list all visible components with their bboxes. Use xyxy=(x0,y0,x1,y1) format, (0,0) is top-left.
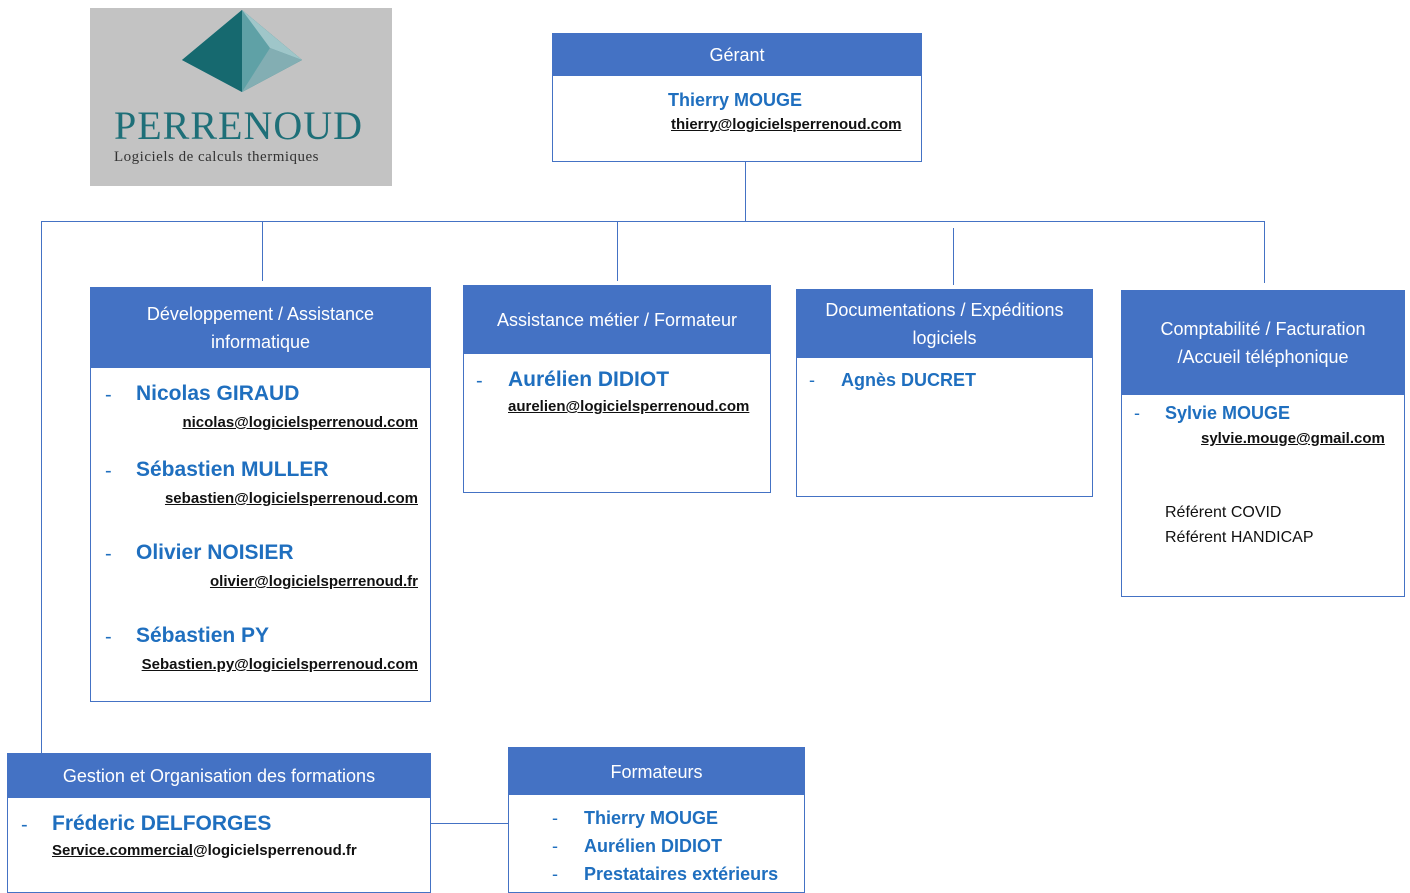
list-item: - Thierry MOUGE xyxy=(509,808,804,834)
documentation-name: Agnès DUCRET xyxy=(841,370,977,390)
list-item: - Nicolas GIRAUD nicolas@logicielsperren… xyxy=(91,382,430,452)
member-email[interactable]: olivier@logicielsperrenoud.fr xyxy=(209,573,418,590)
gerant-email[interactable]: thierry@logicielsperrenoud.com xyxy=(671,116,902,133)
list-item: - Sébastien PY Sebastien.py@logicielsper… xyxy=(91,624,430,694)
comptabilite-title-line1: Comptabilité / Facturation xyxy=(1160,319,1366,339)
connector-comptabilite xyxy=(1264,221,1265,283)
formations-email-domain: @logicielsperrenoud.fr xyxy=(192,842,357,859)
member-email[interactable]: Sebastien.py@logicielsperrenoud.com xyxy=(141,656,418,673)
role-covid: Référent COVID xyxy=(1165,504,1282,521)
developpement-header: Développement / Assistance informatique xyxy=(91,288,430,368)
dash-bullet: - xyxy=(105,626,112,648)
dash-bullet: - xyxy=(21,814,28,836)
comptabilite-header: Comptabilité / Facturation /Accueil télé… xyxy=(1122,291,1404,395)
formateurs-header: Formateurs xyxy=(509,748,804,795)
documentation-header: Documentations / Expéditions logiciels xyxy=(797,290,1092,358)
pyramid-logo-icon xyxy=(182,10,302,92)
member-name: Olivier NOISIER xyxy=(136,541,294,564)
comptabilite-box: Comptabilité / Facturation /Accueil télé… xyxy=(1121,290,1405,597)
dash-bullet: - xyxy=(552,808,558,828)
documentation-title-line2: logiciels xyxy=(912,328,977,348)
connector-dev xyxy=(262,221,263,281)
developpement-title-line2: informatique xyxy=(210,332,311,352)
member-email[interactable]: sebastien@logicielsperrenoud.com xyxy=(164,490,418,507)
dash-bullet: - xyxy=(809,370,815,390)
formations-name: Fréderic DELFORGES xyxy=(52,812,272,835)
list-item: - Sébastien MULLER sebastien@logicielspe… xyxy=(91,458,430,528)
dash-bullet: - xyxy=(105,543,112,565)
company-logo: PERRENOUD Logiciels de calculs thermique… xyxy=(90,8,392,186)
developpement-box: Développement / Assistance informatique … xyxy=(90,287,431,702)
comptabilite-name: Sylvie MOUGE xyxy=(1165,403,1291,423)
dash-bullet: - xyxy=(105,460,112,482)
role-handicap: Référent HANDICAP xyxy=(1165,529,1314,546)
dash-bullet: - xyxy=(105,384,112,406)
member-email[interactable]: nicolas@logicielsperrenoud.com xyxy=(182,414,418,431)
logo-tagline: Logiciels de calculs thermiques xyxy=(114,149,320,165)
connector-formations-formateurs xyxy=(431,823,509,824)
formations-email[interactable]: Service.commercial@logicielsperrenoud.fr xyxy=(52,842,357,859)
connector-formations xyxy=(41,221,42,753)
dash-bullet: - xyxy=(1134,403,1140,423)
assistance-box: Assistance métier / Formateur - Aurélien… xyxy=(463,285,771,493)
documentation-box: Documentations / Expéditions logiciels -… xyxy=(796,289,1093,497)
gerant-name: Thierry MOUGE xyxy=(668,90,803,110)
comptabilite-title-line2: /Accueil téléphonique xyxy=(1177,347,1349,367)
connector-documentation xyxy=(953,228,954,285)
developpement-title-line1: Développement / Assistance xyxy=(146,304,375,324)
formations-box: Gestion et Organisation des formations -… xyxy=(7,753,431,893)
dash-bullet: - xyxy=(552,836,558,856)
assistance-email[interactable]: aurelien@logicielsperrenoud.com xyxy=(508,398,750,415)
dash-bullet: - xyxy=(476,370,483,392)
member-name: Sébastien PY xyxy=(136,624,270,647)
gerant-header: Gérant xyxy=(553,34,921,76)
formateur-name: Prestataires extérieurs xyxy=(584,864,779,884)
documentation-title-line1: Documentations / Expéditions xyxy=(825,300,1064,320)
list-item: - Olivier NOISIER olivier@logicielsperre… xyxy=(91,541,430,611)
member-name: Sébastien MULLER xyxy=(136,458,329,481)
gerant-box: Gérant Thierry MOUGE thierry@logicielspe… xyxy=(552,33,922,162)
connector-gerant-down xyxy=(745,162,746,222)
dash-bullet: - xyxy=(552,864,558,884)
list-item: - Prestataires extérieurs xyxy=(509,864,804,890)
comptabilite-email[interactable]: sylvie.mouge@gmail.com xyxy=(1201,430,1385,447)
formations-header: Gestion et Organisation des formations xyxy=(8,754,430,798)
list-item: - Aurélien DIDIOT xyxy=(509,836,804,862)
formations-email-user: Service.commercial xyxy=(52,842,193,859)
formateurs-box: Formateurs - Thierry MOUGE - Aurélien DI… xyxy=(508,747,805,893)
formateur-name: Aurélien DIDIOT xyxy=(584,836,723,856)
assistance-name: Aurélien DIDIOT xyxy=(508,368,670,391)
formateur-name: Thierry MOUGE xyxy=(584,808,719,828)
connector-assistance xyxy=(617,221,618,281)
assistance-header: Assistance métier / Formateur xyxy=(464,286,770,354)
logo-brand: PERRENOUD xyxy=(114,103,364,148)
connector-main-horizontal xyxy=(41,221,1265,222)
member-name: Nicolas GIRAUD xyxy=(136,382,300,405)
